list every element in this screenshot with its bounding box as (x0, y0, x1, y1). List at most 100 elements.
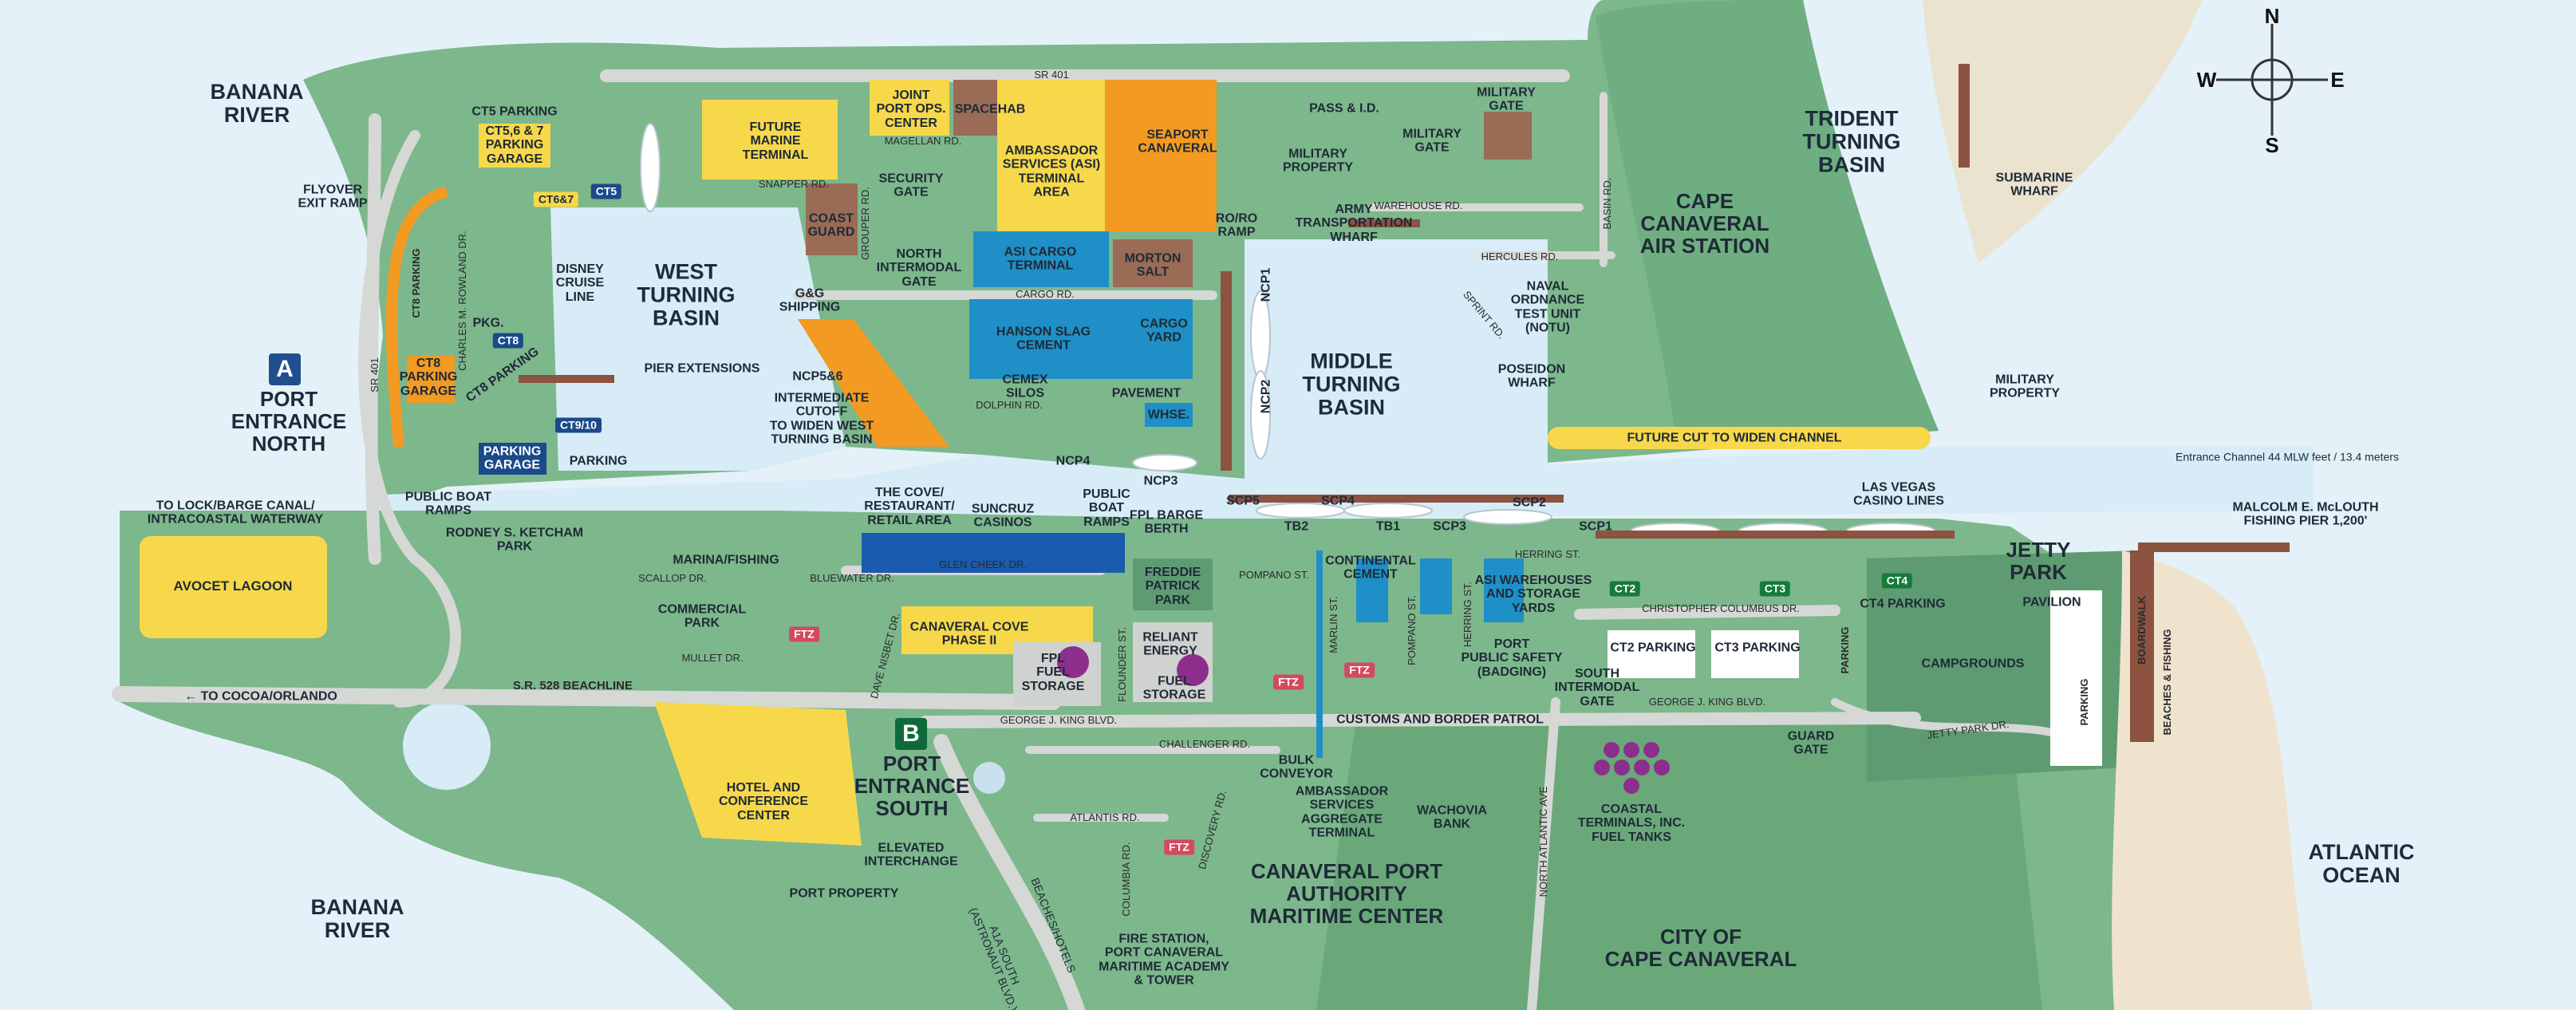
military-gate-building (1484, 112, 1532, 160)
port-entrance-south-marker: B (895, 718, 927, 750)
road-network (112, 69, 2062, 1010)
coastal-terminals-label: COASTAL TERMINALS, INC. FUEL TANKS (1577, 803, 1686, 844)
road-charles-rowland: CHARLES M. ROWLAND DR. (456, 231, 468, 371)
military-property-1-label: MILITARY PROPERTY (1282, 147, 1354, 175)
joint-port-ops-zone (870, 80, 949, 136)
future-marine-terminal-zone (702, 100, 838, 180)
berth-ncp3: NCP3 (1143, 474, 1178, 488)
to-cocoa-label: ← TO COCOA/ORLANDO (184, 689, 337, 704)
pavilion-label: PAVILION (2022, 595, 2081, 610)
pkg-label: PKG. (472, 316, 504, 330)
a1a-road (933, 734, 1085, 1010)
road-sr528: S.R. 528 BEACHLINE (512, 678, 633, 692)
compass-south: S (2265, 132, 2279, 157)
ct9-10-badge: CT9/10 (555, 417, 602, 433)
jetty-park-road (1831, 698, 2062, 738)
parking-vertical-1-label: PARKING (1838, 626, 1851, 674)
road-flounder: FLOUNDER ST. (1115, 627, 1128, 702)
city-south-land (1316, 718, 2042, 1010)
military-property-2-label: MILITARY PROPERTY (1989, 373, 2061, 400)
cape-canaveral-air-station-label: CAPE CANAVERAL AIR STATION (1639, 188, 1770, 258)
hotel-zone (654, 702, 862, 846)
seaport-canaveral-label: SEAPORT CANAVERAL (1138, 128, 1217, 156)
parking-label: PARKING (569, 454, 628, 468)
road-marlin: MARLIN ST. (1327, 596, 1339, 653)
suncruz-label: SUNCRUZ CASINOS (971, 502, 1035, 530)
ct2-badge: CT2 (1609, 581, 1641, 597)
the-cove-label: THE COVE/ RESTAURANT/ RETAIL AREA (864, 486, 955, 527)
north-intermodal-label: NORTH INTERMODAL GATE (876, 247, 962, 289)
road-cargo: CARGO RD. (1016, 287, 1075, 300)
george-king-road (919, 712, 1921, 728)
road-magellan: MAGELLAN RD. (884, 134, 962, 147)
port-property-label: PORT PROPERTY (789, 886, 899, 901)
boardwalk-label: BOARDWALK (2135, 596, 2148, 665)
spacehab-label: SPACEHAB (954, 102, 1026, 116)
fpl-fuel-label: FPL FUEL STORAGE (1021, 652, 1085, 693)
canaveral-cove-label: CANAVERAL COVE PHASE II (909, 620, 1029, 648)
ct6-7-badge: CT6&7 (533, 191, 579, 207)
asi-cargo-zone (973, 231, 1109, 287)
south-intermodal-label: SOUTH INTERMODAL GATE (1554, 667, 1640, 708)
ct8-garage-zone (407, 355, 455, 403)
public-boat-ramps-west-label: PUBLIC BOAT RAMPS (404, 490, 492, 518)
whse-label: WHSE. (1147, 408, 1190, 422)
roro-ramp-label: RO/RO RAMP (1215, 211, 1258, 239)
ct567-garage-label: CT5,6 & 7 PARKING GARAGE (485, 124, 544, 166)
berth-scp4: SCP4 (1321, 494, 1355, 508)
road-sr401-top: SR 401 (1034, 68, 1069, 81)
intermediate-cutoff-zone (798, 319, 949, 447)
pier-extensions-label: PIER EXTENSIONS (644, 361, 760, 376)
ct2-parking-label: CT2 PARKING (1610, 641, 1696, 655)
cloverleaf-pond (403, 702, 491, 790)
cape-air-station-land (1596, 0, 1939, 435)
road-columbia: COLUMBIA RD. (1119, 842, 1132, 917)
reliant-tank (1177, 654, 1209, 686)
piers (519, 64, 2290, 742)
berth-scp2: SCP2 (1513, 495, 1546, 510)
continental-zone (1356, 558, 1388, 622)
customs-label: CUSTOMS AND BORDER PATROL (1336, 712, 1544, 727)
road-challenger: CHALLENGER RD. (1158, 737, 1251, 750)
banana-river-top-label: BANANA RIVER (210, 79, 304, 127)
road-basin: BASIN RD. (1600, 177, 1613, 230)
disney-label: DISNEY CRUISE LINE (555, 262, 605, 304)
asi-warehouse-zone-2 (1484, 558, 1524, 622)
road-grouper: GROUPER RD. (858, 187, 871, 260)
cemex-silos-label: CEMEX SILOS (1002, 373, 1048, 400)
road-north-atlantic: NORTH ATLANTIC AVE (1537, 786, 1549, 898)
trident-turning-basin-label: TRIDENT TURNING BASIN (1802, 106, 1901, 177)
beach (2112, 550, 2314, 1010)
entrance-channel-label: Entrance Channel 44 MLW feet / 13.4 mete… (2176, 450, 2399, 464)
road-sr401-vertical: SR 401 (368, 357, 381, 393)
asi-warehouse-zone (1420, 558, 1452, 614)
future-cut-zone (1548, 427, 1931, 449)
sr401-vertical (365, 113, 381, 565)
port-public-safety-label: PORT PUBLIC SAFETY (BADGING) (1461, 637, 1563, 679)
berth-ncp4: NCP4 (1055, 454, 1091, 468)
fpl-tank (1057, 646, 1089, 678)
middle-basin-water (1245, 239, 1548, 479)
road-bluewater: BLUEWATER DR. (810, 571, 894, 584)
ct8-badge: CT8 (492, 333, 524, 349)
road-herring-vertical: HERRING ST. (1461, 581, 1473, 648)
banana-river-bottom-label: BANANA RIVER (310, 894, 404, 942)
berth-tb2: TB2 (1284, 519, 1309, 534)
pass-id-label: PASS & I.D. (1309, 101, 1379, 116)
naval-ordnance-label: NAVAL ORDNANCE TEST UNIT (NOTU) (1510, 279, 1585, 335)
asi-cargo-label: ASI CARGO TERMINAL (1004, 245, 1077, 273)
morton-salt-label: MORTON SALT (1124, 251, 1181, 279)
ncp56-label: NCP5&6 (792, 369, 843, 384)
hanson-zone (969, 299, 1193, 379)
ambassador-terminal-label: AMBASSADOR SERVICES (ASI) TERMINAL AREA (1002, 144, 1101, 199)
security-gate-label: SECURITY GATE (878, 172, 944, 199)
port-entrance-north-label: PORT ENTRANCE NORTH (231, 386, 347, 456)
compass-west: W (2196, 67, 2217, 92)
ct2-parking-zone (1608, 630, 1695, 678)
ct3-parking-zone (1711, 630, 1799, 678)
cargo-yard-label: CARGO YARD (1140, 317, 1188, 345)
road-herring: HERRING ST. (1514, 547, 1581, 560)
port-south-pond (973, 762, 1005, 794)
coast-guard-zone (806, 183, 858, 255)
